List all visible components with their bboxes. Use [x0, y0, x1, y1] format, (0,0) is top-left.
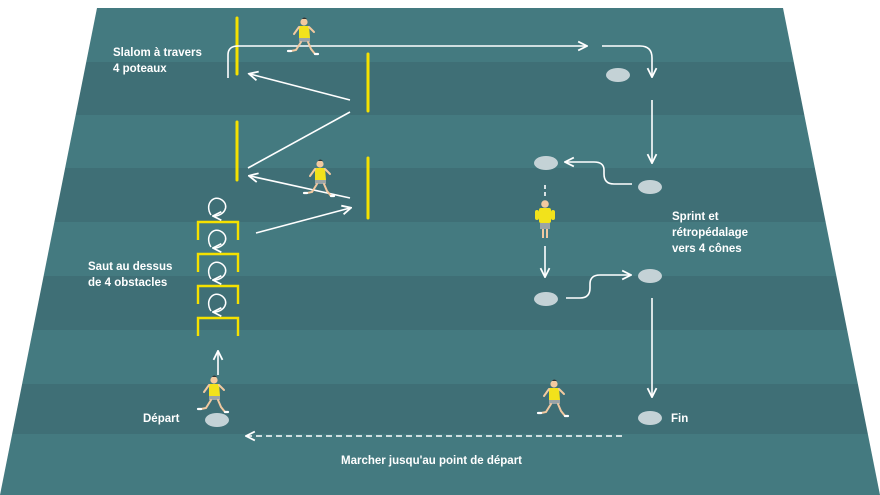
loop-arrow	[207, 261, 227, 280]
loop-arrow	[207, 293, 227, 312]
cone-marker	[638, 269, 662, 283]
arrow	[602, 45, 652, 76]
field-stripes	[0, 8, 880, 495]
finish-label: Fin	[671, 413, 689, 425]
sprint-label: Sprint et rétropédalage vers 4 cônes	[672, 211, 749, 255]
jump-label: Saut au dessus de 4 obstacles	[88, 261, 173, 289]
field-stripe	[0, 168, 880, 222]
jump-loops	[207, 197, 227, 312]
finish-cone	[638, 411, 662, 425]
slalom-label: Slalom à travers 4 poteaux	[113, 47, 202, 75]
arrow	[250, 176, 351, 199]
walk-label: Marcher jusqu'au point de départ	[341, 455, 523, 467]
arrow	[255, 208, 350, 234]
runner-icon	[535, 200, 555, 238]
field-stripe	[0, 62, 880, 115]
field-stripe	[0, 434, 880, 495]
start-cone	[205, 413, 229, 427]
slalom-path	[227, 46, 586, 234]
arrow	[247, 111, 351, 169]
field-stripe	[0, 115, 880, 168]
field-stripe	[0, 276, 880, 330]
arrow	[566, 162, 632, 185]
cones	[205, 68, 662, 427]
loop-arrow	[207, 197, 227, 216]
cone-marker	[606, 68, 630, 82]
arrow	[227, 46, 586, 78]
cone-marker	[638, 180, 662, 194]
field-stripe	[0, 384, 880, 434]
arrow	[566, 275, 630, 299]
start-label: Départ	[143, 413, 180, 425]
arrow	[250, 74, 351, 101]
field-stripe	[0, 330, 880, 384]
field-stripe	[0, 222, 880, 276]
cone-marker	[534, 292, 558, 306]
field-stripe	[0, 8, 880, 62]
cone-marker	[534, 156, 558, 170]
loop-arrow	[207, 229, 227, 248]
sprint-path	[218, 45, 652, 436]
runners	[196, 16, 570, 418]
